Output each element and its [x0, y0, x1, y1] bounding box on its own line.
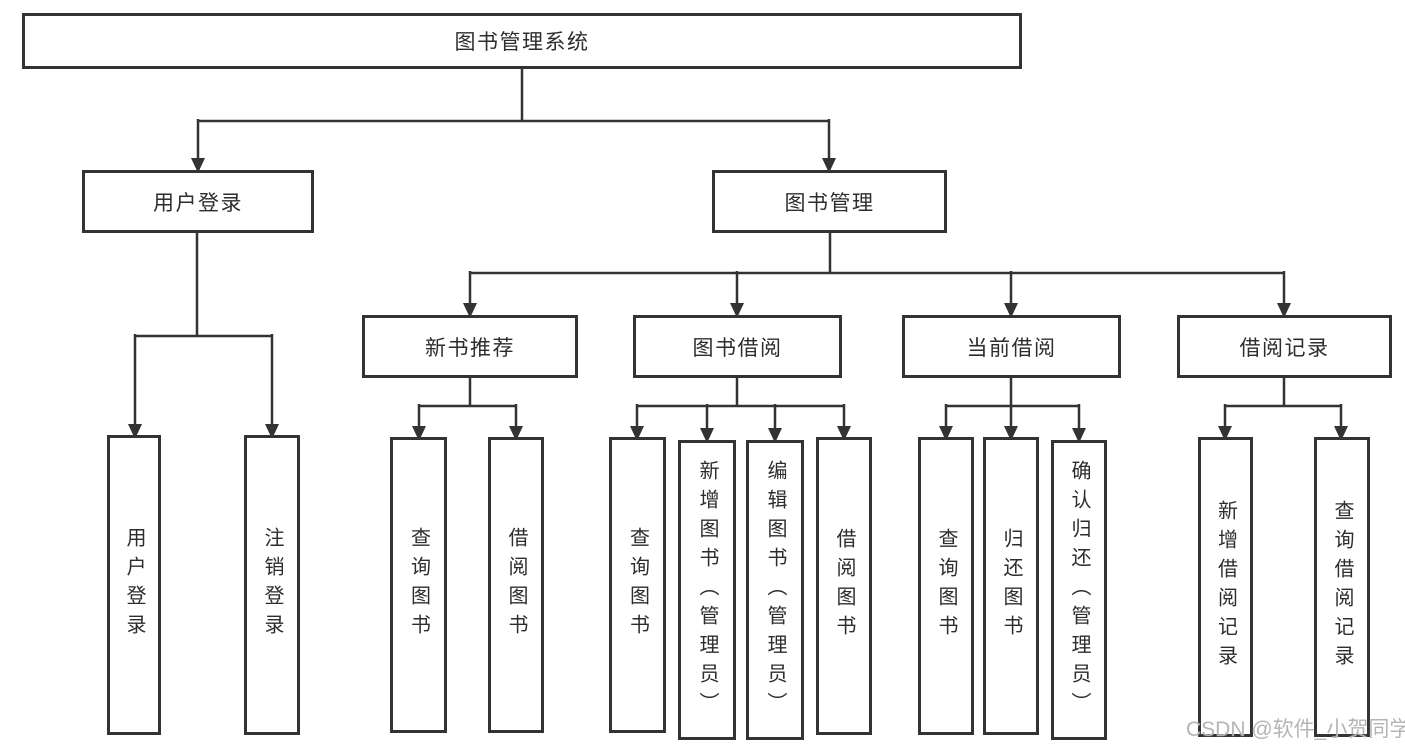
leaf-edit-book-admin: 编辑图书（管理员） — [746, 440, 804, 740]
leaf-label: 新增借阅记录 — [1214, 500, 1237, 674]
leaf-label: 借阅图书 — [505, 527, 527, 643]
leaf-query-books-3: 查询图书 — [918, 437, 974, 735]
node-borrowing-records: 借阅记录 — [1177, 315, 1392, 378]
node-label: 图书借阅 — [692, 336, 783, 360]
leaf-label: 查询借阅记录 — [1331, 500, 1353, 674]
leaf-label: 借阅图书 — [833, 528, 855, 644]
leaf-query-books-1: 查询图书 — [390, 437, 447, 733]
node-label: 借阅记录 — [1239, 336, 1330, 360]
leaf-label: 注销登录 — [261, 527, 283, 643]
node-current-borrowing: 当前借阅 — [902, 315, 1121, 378]
leaf-label: 新增图书（管理员） — [696, 459, 718, 721]
leaf-return-books: 归还图书 — [983, 437, 1039, 735]
leaf-query-books-2: 查询图书 — [609, 437, 666, 733]
leaf-add-book-admin: 新增图书（管理员） — [678, 440, 736, 740]
leaf-label: 查询图书 — [407, 527, 430, 643]
watermark: CSDN @软件_小贺同学 — [1186, 718, 1405, 741]
leaf-label: 编辑图书（管理员） — [764, 459, 786, 721]
node-book-borrowing: 图书借阅 — [633, 315, 842, 378]
leaf-query-borrow-record: 查询借阅记录 — [1314, 437, 1370, 737]
leaf-borrow-books-2: 借阅图书 — [816, 437, 872, 735]
leaf-label: 用户登录 — [123, 527, 145, 643]
leaf-label: 查询图书 — [626, 527, 649, 643]
leaf-user-login: 用户登录 — [107, 435, 161, 735]
leaf-add-borrow-record: 新增借阅记录 — [1198, 437, 1253, 737]
node-new-book-recommend: 新书推荐 — [362, 315, 578, 378]
leaf-borrow-books-1: 借阅图书 — [488, 437, 544, 733]
node-book-management: 图书管理 — [712, 170, 947, 233]
node-label: 图书管理系统 — [454, 31, 590, 54]
node-label: 图书管理 — [784, 191, 875, 215]
leaf-confirm-return-admin: 确认归还（管理员） — [1051, 440, 1107, 740]
node-label: 新书推荐 — [425, 336, 515, 360]
leaf-label: 归还图书 — [1000, 528, 1022, 644]
node-label: 用户登录 — [153, 191, 243, 215]
node-library-management-system: 图书管理系统 — [22, 13, 1022, 69]
leaf-label: 确认归还（管理员） — [1068, 459, 1090, 721]
leaf-label: 查询图书 — [935, 528, 957, 644]
node-label: 当前借阅 — [966, 336, 1057, 360]
node-user-login: 用户登录 — [82, 170, 314, 233]
leaf-logout: 注销登录 — [244, 435, 300, 735]
